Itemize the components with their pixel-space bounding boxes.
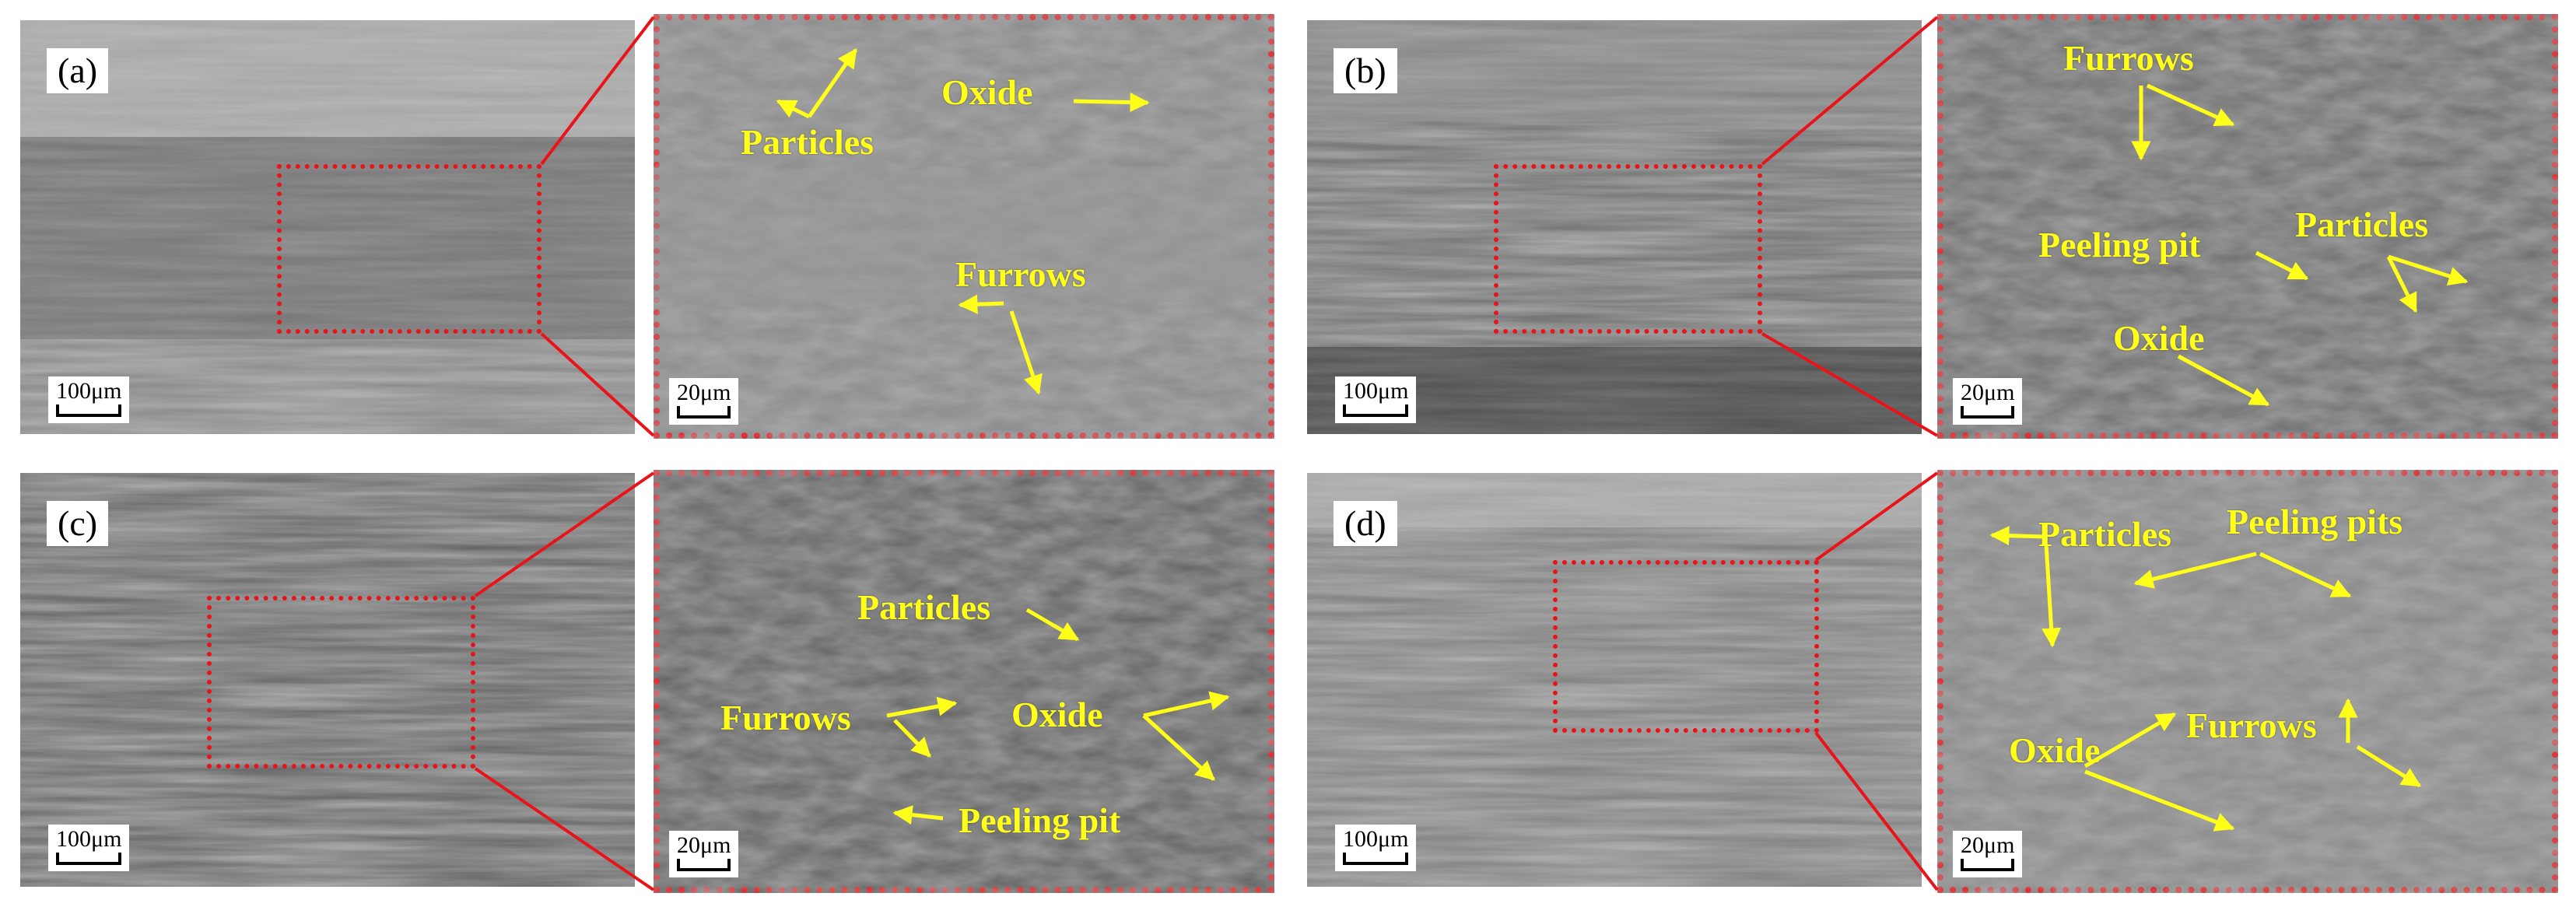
scale-bar: 20μm — [669, 831, 739, 877]
scale-bar: 20μm — [669, 378, 739, 425]
panel-tag: (a) — [47, 48, 109, 93]
scale-bar-label: 20μm — [1961, 380, 2015, 405]
scale-bar-label: 100μm — [1343, 378, 1409, 404]
annotation-peeling-pit: Peeling pit — [2038, 225, 2201, 264]
roi-box — [207, 596, 475, 769]
scale-bar: 100μm — [48, 825, 130, 871]
scale-bar-label: 100μm — [1343, 826, 1409, 852]
annotation-furrows: Furrows — [2063, 38, 2194, 78]
scale-bar: 20μm — [1953, 831, 2023, 877]
annotation-oxide: Oxide — [941, 72, 1033, 112]
annotation-furrows: Furrows — [955, 254, 1086, 294]
scale-bar: 100μm — [48, 376, 130, 423]
scale-bar-label: 100μm — [56, 826, 122, 852]
panel-tag: (b) — [1334, 48, 1397, 93]
scale-bar-label: 20μm — [677, 380, 731, 405]
scale-bar-label: 20μm — [677, 832, 731, 858]
roi-box — [1553, 560, 1819, 733]
annotation-particles: Particles — [2038, 514, 2172, 554]
annotation-particles: Particles — [857, 587, 991, 627]
roi-box — [1494, 164, 1762, 334]
annotation-furrows: Furrows — [2186, 706, 2317, 745]
annotation-furrows: Furrows — [720, 698, 851, 737]
scale-bar: 20μm — [1953, 378, 2023, 425]
panel-tag: (d) — [1334, 501, 1397, 546]
roi-box — [277, 164, 541, 334]
annotation-oxide: Oxide — [2009, 730, 2101, 770]
sem-zoom-a: 20μm Particles Oxide Furrows — [654, 14, 1274, 439]
sem-zoom-b: 20μm Furrows Peeling pit Particles Oxide — [1937, 14, 2558, 439]
sem-zoom-c: 20μm Particles Furrows Oxide Peeling pit — [654, 470, 1274, 893]
scale-bar: 100μm — [1335, 376, 1417, 423]
annotation-oxide: Oxide — [2113, 318, 2205, 358]
annotation-oxide: Oxide — [1011, 695, 1103, 734]
panel-tag: (c) — [47, 501, 109, 546]
annotation-particles: Particles — [741, 122, 874, 162]
sem-overview-d: (d) 100μm — [1307, 473, 1922, 887]
scale-bar: 100μm — [1335, 825, 1417, 871]
scale-bar-label: 100μm — [56, 378, 122, 404]
sem-overview-b: (b) 100μm — [1307, 20, 1922, 434]
annotation-peeling-pit: Peeling pit — [959, 800, 1121, 840]
sem-zoom-d: 20μm Particles Peeling pits Oxide Furrow… — [1937, 470, 2558, 893]
sem-overview-c: (c) 100μm — [20, 473, 635, 887]
sem-overview-a: (a) 100μm — [20, 20, 635, 434]
annotation-peeling-pits: Peeling pits — [2227, 502, 2403, 541]
scale-bar-label: 20μm — [1961, 832, 2015, 858]
annotation-particles: Particles — [2295, 205, 2429, 244]
